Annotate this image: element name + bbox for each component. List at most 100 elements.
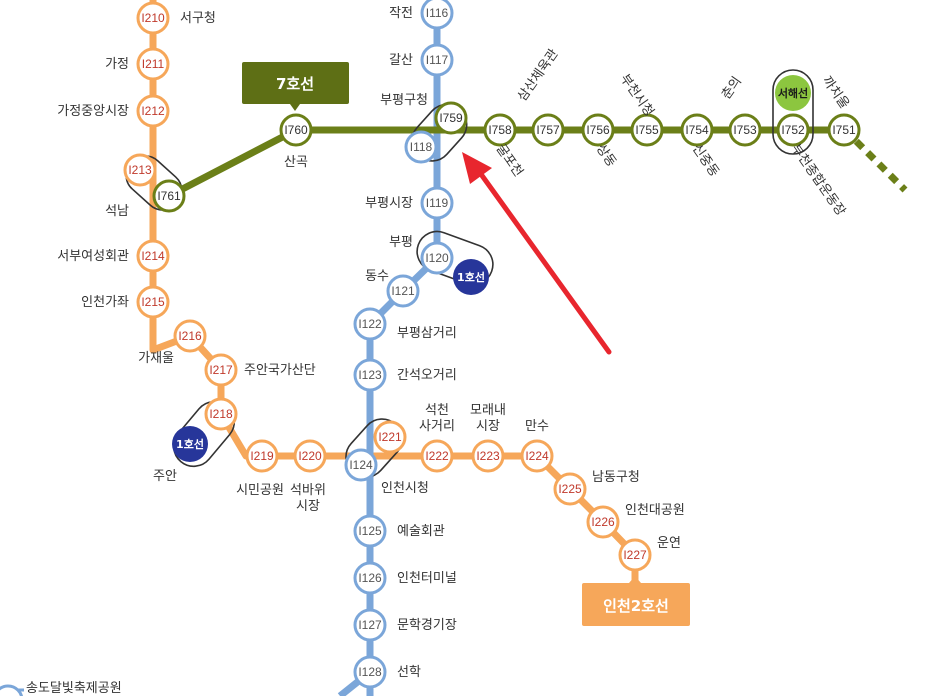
station-i753[interactable]: I753 (728, 113, 762, 147)
station-i755[interactable]: I755 (630, 113, 664, 147)
station-i219[interactable]: I219 (245, 439, 279, 473)
station-i223[interactable]: I223 (471, 439, 505, 473)
station-circle[interactable] (586, 505, 620, 539)
station-circle[interactable] (553, 472, 587, 506)
station-i124[interactable]: I124 (344, 448, 378, 482)
station-i212[interactable]: I212 (136, 94, 170, 128)
station-i128[interactable]: I128 (353, 655, 387, 689)
station-circle[interactable] (680, 113, 714, 147)
station-i752[interactable]: I752 (776, 113, 810, 147)
station-code: I127 (358, 618, 382, 632)
station-circle[interactable] (136, 1, 170, 35)
station-i224[interactable]: I224 (520, 439, 554, 473)
station-i127[interactable]: I127 (353, 608, 387, 642)
station-label-i217: 주안국가산단 (244, 363, 316, 378)
station-i759[interactable]: I759 (434, 101, 468, 135)
station-circle[interactable] (776, 113, 810, 147)
seohae-badge: 서해선 (775, 75, 811, 111)
station-circle[interactable] (581, 113, 615, 147)
station-circle[interactable] (483, 113, 517, 147)
station-i751[interactable]: I751 (827, 113, 861, 147)
station-circle[interactable] (123, 153, 157, 187)
station-i227[interactable]: I227 (618, 538, 652, 572)
station-code: I756 (586, 123, 610, 137)
station-circle[interactable] (245, 439, 279, 473)
station-circle[interactable] (279, 113, 313, 147)
station-i117[interactable]: I117 (420, 43, 454, 77)
station-i121[interactable]: I121 (386, 274, 420, 308)
station-code: I118 (410, 140, 433, 154)
station-i222[interactable]: I222 (420, 439, 454, 473)
station-circle[interactable] (434, 101, 468, 135)
station-code: I120 (425, 251, 449, 265)
station-i211[interactable]: I211 (136, 47, 170, 81)
station-circle[interactable] (618, 538, 652, 572)
station-circle[interactable] (204, 353, 238, 387)
station-circle[interactable] (344, 448, 378, 482)
station-i215[interactable]: I215 (136, 285, 170, 319)
station-i221[interactable]: I221 (373, 420, 407, 454)
station-label-i118: 부평구청 (380, 93, 428, 108)
station-circle[interactable] (420, 0, 454, 30)
station-circle[interactable] (373, 420, 407, 454)
station-circle[interactable] (420, 241, 454, 275)
station-circle[interactable] (353, 307, 387, 341)
station-i216[interactable]: I216 (173, 319, 207, 353)
station-circle[interactable] (353, 655, 387, 689)
station-circle[interactable] (531, 113, 565, 147)
station-i118[interactable]: I118 (404, 130, 438, 164)
station-code: I219 (250, 449, 274, 463)
station-i218[interactable]: I218 (204, 397, 238, 431)
station-circle[interactable] (386, 274, 420, 308)
station-i758[interactable]: I758 (483, 113, 517, 147)
station-i119[interactable]: I119 (420, 186, 454, 220)
station-code: I214 (141, 249, 165, 263)
station-code: I761 (157, 189, 181, 203)
line7-title-box: 7호선 (242, 62, 349, 111)
station-code: I226 (591, 515, 615, 529)
station-label-i125: 예술회관 (397, 524, 445, 539)
station-circle[interactable] (420, 186, 454, 220)
station-circle[interactable] (827, 113, 861, 147)
station-i756[interactable]: I756 (581, 113, 615, 147)
station-i116[interactable]: I116 (420, 0, 454, 30)
station-circle[interactable] (520, 439, 554, 473)
station-i757[interactable]: I757 (531, 113, 565, 147)
station-i120[interactable]: I120 (420, 241, 454, 275)
station-circle[interactable] (136, 239, 170, 273)
station-circle[interactable] (136, 285, 170, 319)
station-circle[interactable] (420, 439, 454, 473)
station-i220[interactable]: I220 (293, 439, 327, 473)
station-i226[interactable]: I226 (586, 505, 620, 539)
station-i126[interactable]: I126 (353, 561, 387, 595)
station-circle[interactable] (152, 179, 186, 213)
station-i217[interactable]: I217 (204, 353, 238, 387)
station-i122[interactable]: I122 (353, 307, 387, 341)
station-circle[interactable] (630, 113, 664, 147)
station-i761[interactable]: I761 (152, 179, 186, 213)
station-i213[interactable]: I213 (123, 153, 157, 187)
station-circle[interactable] (728, 113, 762, 147)
station-i123[interactable]: I123 (353, 358, 387, 392)
station-circle[interactable] (353, 561, 387, 595)
station-code: I217 (209, 363, 233, 377)
station-circle[interactable] (353, 608, 387, 642)
station-circle[interactable] (136, 47, 170, 81)
station-label-i753: 춘의 (719, 74, 745, 102)
station-i125[interactable]: I125 (353, 514, 387, 548)
station-circle[interactable] (293, 439, 327, 473)
station-circle[interactable] (204, 397, 238, 431)
station-i210[interactable]: I210 (136, 1, 170, 35)
station-circle[interactable] (420, 43, 454, 77)
station-label-i116: 작전 (389, 6, 413, 21)
station-i214[interactable]: I214 (136, 239, 170, 273)
station-i754[interactable]: I754 (680, 113, 714, 147)
station-circle[interactable] (353, 514, 387, 548)
station-circle[interactable] (353, 358, 387, 392)
station-circle[interactable] (173, 319, 207, 353)
station-i760[interactable]: I760 (279, 113, 313, 147)
station-circle[interactable] (471, 439, 505, 473)
station-i225[interactable]: I225 (553, 472, 587, 506)
station-circle[interactable] (404, 130, 438, 164)
station-circle[interactable] (136, 94, 170, 128)
